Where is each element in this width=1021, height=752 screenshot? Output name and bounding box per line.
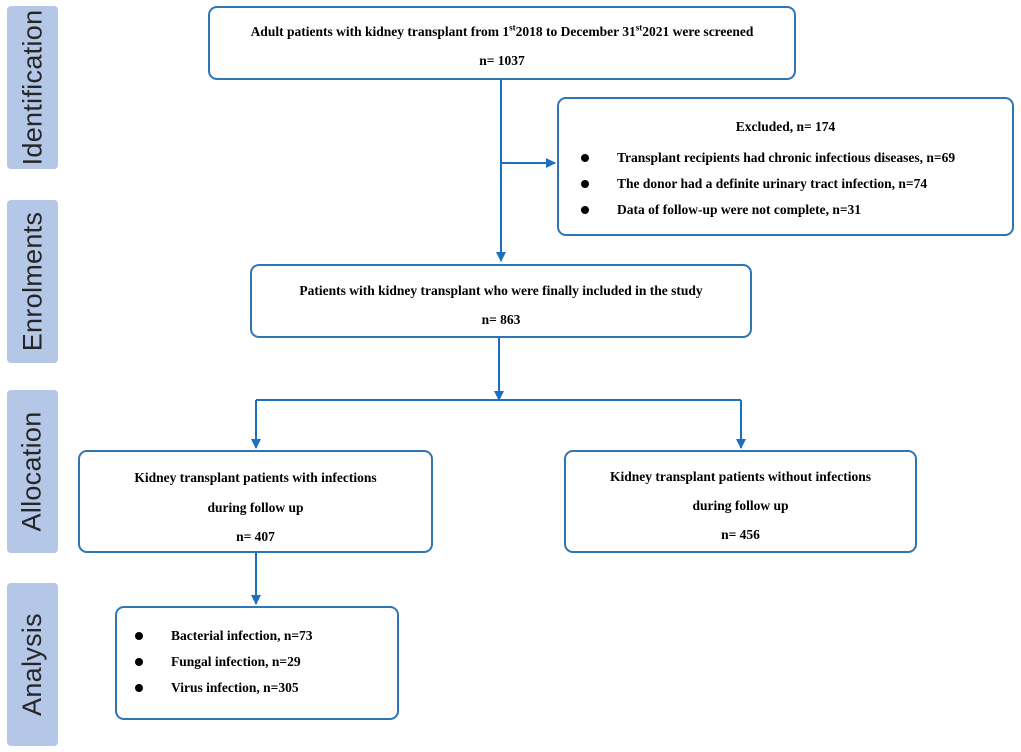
stage-enrolments: Enrolments [7,200,58,363]
stage-identification: Identification [7,6,58,169]
list-item: Transplant recipients had chronic infect… [579,145,1004,171]
included-text: Patients with kidney transplant who were… [299,283,703,298]
bullet-icon [135,632,143,640]
without-infections-box: Kidney transplant patients without infec… [564,450,917,553]
bullet-icon [135,684,143,692]
screened-box: Adult patients with kidney transplant fr… [208,6,796,80]
without-infections-line2: during follow up [692,498,789,513]
list-item: Virus infection, n=305 [133,675,389,701]
list-item: Bacterial infection, n=73 [133,623,389,649]
screened-text: Adult patients with kidney transplant fr… [250,22,754,39]
excluded-title: Excluded, n= 174 [735,119,836,134]
included-box: Patients with kidney transplant who were… [250,264,752,338]
bullet-icon [135,658,143,666]
analysis-box: Bacterial infection, n=73 Fungal infecti… [115,606,399,720]
without-infections-count: n= 456 [721,527,760,542]
with-infections-line2: during follow up [207,500,304,515]
excluded-list: Transplant recipients had chronic infect… [579,145,1004,223]
bullet-icon [581,154,589,162]
included-count: n= 863 [481,312,521,327]
bullet-icon [581,180,589,188]
list-item: Data of follow-up were not complete, n=3… [579,197,1004,223]
list-item: Fungal infection, n=29 [133,649,389,675]
bullet-icon [581,206,589,214]
excluded-box: Excluded, n= 174 Transplant recipients h… [557,97,1014,236]
list-item: The donor had a definite urinary tract i… [579,171,1004,197]
analysis-list: Bacterial infection, n=73 Fungal infecti… [133,623,389,701]
with-infections-box: Kidney transplant patients with infectio… [78,450,433,553]
without-infections-line1: Kidney transplant patients without infec… [609,469,872,484]
with-infections-line1: Kidney transplant patients with infectio… [134,470,377,485]
screened-count: n= 1037 [479,53,525,68]
stage-analysis: Analysis [7,583,58,746]
with-infections-count: n= 407 [236,529,275,544]
stage-allocation: Allocation [7,390,58,553]
